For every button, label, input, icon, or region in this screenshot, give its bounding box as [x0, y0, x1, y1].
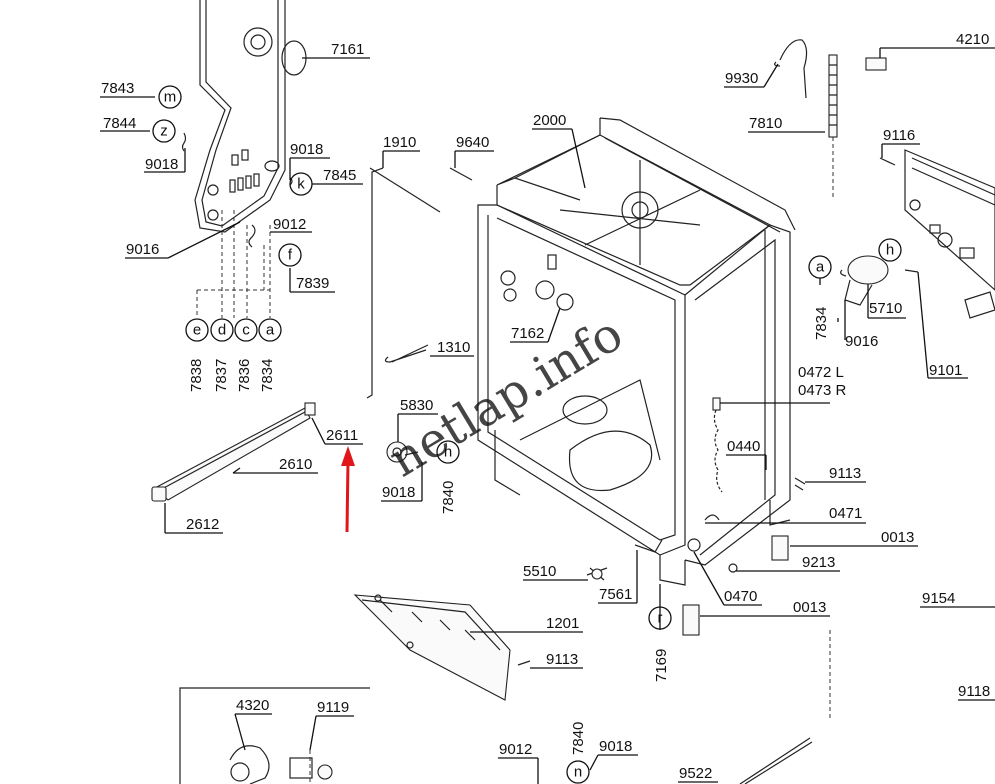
label-2611: 2611: [326, 427, 358, 444]
svg-text:c: c: [242, 322, 250, 339]
label-9018-a: 9018: [145, 156, 178, 173]
svg-text:n: n: [444, 444, 452, 461]
label-9018-d: 9018: [599, 738, 632, 755]
label-9012-a: 9012: [273, 216, 306, 233]
label-4210: 4210: [956, 31, 989, 48]
circle-marker-n-bottom: n: [566, 760, 590, 784]
label-0440: 0440: [727, 438, 760, 455]
label-9118: 9118: [958, 683, 990, 700]
label-9930: 9930: [725, 70, 758, 87]
label-7161: 7161: [331, 41, 364, 58]
cable-part-0440: [704, 397, 723, 521]
circle-marker-a-right: a: [808, 255, 832, 279]
hose-parts-top: [774, 39, 887, 200]
circled-reference-letters: m z k f e d c a: [152, 85, 902, 784]
label-9016-a: 9016: [126, 241, 159, 258]
circle-marker-m: m: [158, 85, 182, 109]
tub-frame-part: [477, 117, 796, 586]
leader-lines: [100, 47, 995, 784]
label-9018-b: 9018: [290, 141, 323, 158]
label-9016-b: 9016: [845, 333, 878, 350]
svg-text:d: d: [218, 322, 226, 339]
svg-text:k: k: [297, 176, 305, 193]
svg-text:n: n: [574, 764, 582, 781]
svg-text:e: e: [193, 322, 201, 339]
door-rail-part: [151, 402, 316, 502]
circle-marker-c: c: [234, 318, 258, 342]
label-0472: 0472 L: [798, 364, 844, 381]
label-9113-b: 9113: [546, 651, 578, 668]
circle-marker-r: r: [648, 606, 672, 630]
label-9119: 9119: [317, 699, 349, 716]
drain-hose-part: [739, 630, 831, 784]
circle-marker-a-left: a: [258, 318, 282, 342]
label-7810: 7810: [749, 115, 782, 132]
part-5830: [386, 441, 419, 463]
label-9116: 9116: [883, 127, 915, 144]
label-0473: 0473 R: [798, 382, 847, 399]
small-hardware: [586, 477, 806, 636]
label-7840-b: 7840: [570, 722, 587, 755]
svg-text:h: h: [886, 242, 894, 259]
label-7834-b: 7834: [813, 307, 830, 340]
circle-marker-f: f: [278, 243, 302, 267]
svg-text:r: r: [658, 610, 663, 627]
label-0470: 0470: [724, 588, 757, 605]
toe-kick-part-1201: [353, 594, 531, 701]
circle-marker-n-middle: n: [436, 440, 460, 464]
pump-box-part: [179, 687, 370, 784]
label-9522: 9522: [679, 765, 712, 782]
red-pointer-arrow: [341, 446, 355, 533]
svg-text:f: f: [288, 247, 293, 264]
label-9213: 9213: [802, 554, 835, 571]
label-9018-c: 9018: [382, 484, 415, 501]
label-5510: 5510: [523, 563, 556, 580]
label-7834-a: 7834: [259, 359, 276, 392]
valve-part-5710: [840, 255, 919, 306]
label-9012-b: 9012: [499, 741, 532, 758]
label-7838: 7838: [188, 359, 205, 392]
svg-text:m: m: [164, 89, 177, 106]
label-2000: 2000: [533, 112, 566, 129]
circle-marker-d: d: [210, 318, 234, 342]
side-panel-part: [181, 0, 307, 248]
circle-marker-e: e: [185, 318, 209, 342]
dashed-connectors-left: [196, 210, 271, 318]
label-7844: 7844: [103, 115, 136, 132]
circle-marker-k: k: [289, 172, 313, 196]
label-0013-b: 0013: [793, 599, 826, 616]
label-7561: 7561: [599, 586, 632, 603]
label-7840-a: 7840: [440, 481, 457, 514]
label-9154: 9154: [922, 590, 955, 607]
control-panel-part: [879, 149, 995, 319]
label-0013-a: 0013: [881, 529, 914, 546]
circle-marker-h: h: [878, 238, 902, 262]
svg-text:z: z: [160, 123, 168, 140]
label-7843: 7843: [101, 80, 134, 97]
label-7837: 7837: [213, 359, 230, 392]
label-7845: 7845: [323, 167, 356, 184]
circle-marker-z: z: [152, 119, 176, 143]
label-5710: 5710: [869, 300, 902, 317]
label-5830: 5830: [400, 397, 433, 414]
label-9640: 9640: [456, 134, 489, 151]
label-1310: 1310: [437, 339, 470, 356]
label-0471: 0471: [829, 505, 862, 522]
label-1910: 1910: [383, 134, 416, 151]
label-9101: 9101: [929, 362, 962, 379]
svg-text:a: a: [266, 322, 275, 339]
rod-part-1910: [366, 167, 441, 399]
label-1201: 1201: [546, 615, 579, 632]
label-2612: 2612: [186, 516, 219, 533]
part-labels: 7161 7843 7844 9018 9018 7845 9012 9016 …: [101, 31, 990, 782]
label-7169: 7169: [653, 649, 670, 682]
svg-text:a: a: [816, 259, 825, 276]
label-4320: 4320: [236, 697, 269, 714]
label-7162: 7162: [511, 325, 544, 342]
label-2610: 2610: [279, 456, 312, 473]
label-9113-a: 9113: [829, 465, 861, 482]
label-7836: 7836: [236, 359, 253, 392]
label-7839: 7839: [296, 275, 329, 292]
